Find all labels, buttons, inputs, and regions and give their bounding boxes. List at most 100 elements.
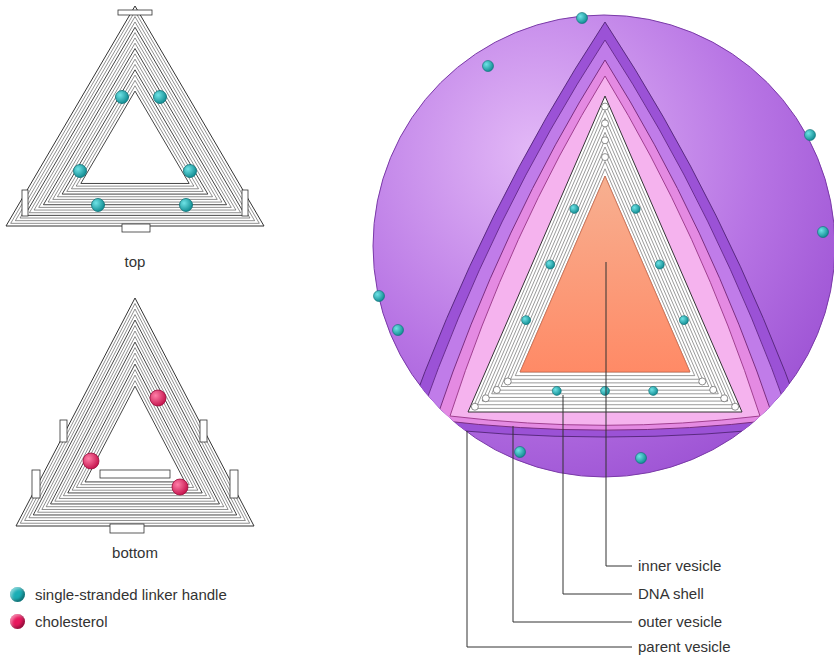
helix-bump <box>32 470 40 498</box>
helix-line <box>67 75 203 191</box>
helix-line <box>68 364 202 493</box>
linker-handle <box>655 260 664 269</box>
linker-handle <box>393 325 404 336</box>
helix-bump <box>100 470 170 478</box>
helix-line <box>71 80 198 188</box>
linker-handle <box>116 91 129 104</box>
helix-line <box>46 337 224 507</box>
helix-line <box>48 54 222 202</box>
cutaway <box>405 22 805 437</box>
helix-line <box>496 140 713 391</box>
legend-entry: cholesterol <box>10 613 108 630</box>
helix-line <box>63 359 206 496</box>
linker-handle <box>631 204 640 213</box>
dna-shell <box>468 96 742 412</box>
helix-end <box>602 137 609 144</box>
helix-line <box>20 304 249 524</box>
helix-end <box>732 403 739 410</box>
helix-bump <box>242 190 248 216</box>
helix-line <box>15 17 254 221</box>
membrane-layer <box>436 60 774 430</box>
helix-line <box>11 11 260 223</box>
linker-handle <box>570 204 579 213</box>
helix-line <box>29 315 241 518</box>
membrane-layer <box>420 40 790 429</box>
helix-bump <box>22 190 28 216</box>
linker-handle <box>374 291 385 302</box>
helix-line <box>501 147 709 387</box>
legend-entry: single-stranded linker handle <box>10 586 227 603</box>
part-label: DNA shell <box>638 585 704 603</box>
linker-handle <box>636 453 647 464</box>
helix-end <box>482 395 489 402</box>
legend-swatch <box>10 614 25 629</box>
helix-line <box>38 326 233 513</box>
helix-end <box>493 386 500 393</box>
linker-handle <box>601 386 610 395</box>
helix-line <box>57 64 212 196</box>
helix-end <box>699 378 706 385</box>
helix-line <box>482 118 728 401</box>
helix-end <box>471 403 478 410</box>
helix-line <box>85 386 185 482</box>
linker-handle <box>154 91 167 104</box>
helix-line <box>520 176 690 372</box>
helix-line <box>25 309 246 520</box>
helix-line <box>492 132 719 393</box>
linker-handle <box>522 316 531 325</box>
helix-bump <box>230 470 238 498</box>
helix-line <box>20 22 250 218</box>
helix-line <box>511 161 700 379</box>
membrane-layer <box>450 76 760 425</box>
linker-handle <box>483 61 494 72</box>
leader-line <box>467 431 632 647</box>
helix-line <box>51 342 220 504</box>
helix-end <box>721 395 728 402</box>
origami-outline <box>6 6 264 226</box>
helix-line <box>76 86 194 186</box>
leader-lines <box>467 262 632 647</box>
helix-end <box>504 378 511 385</box>
helix-line <box>81 91 189 183</box>
part-label: parent vesicle <box>638 638 731 656</box>
helix-end <box>602 103 609 110</box>
helix-line <box>506 154 704 383</box>
helix-line <box>62 70 208 194</box>
helix-line <box>33 320 236 515</box>
helix-line <box>477 111 732 405</box>
inner-vesicle <box>520 176 690 372</box>
helix-line <box>515 169 694 376</box>
helix-line <box>72 370 198 491</box>
membrane-layer <box>405 22 805 437</box>
linker-handle <box>577 13 588 24</box>
helix-bump <box>122 224 150 232</box>
linker-handle <box>74 165 87 178</box>
linker-handle <box>818 227 829 238</box>
part-label: inner vesicle <box>638 557 721 575</box>
linker-handle <box>679 316 688 325</box>
linker-handle <box>515 447 526 458</box>
legend-text: cholesterol <box>35 613 108 630</box>
legend-swatch <box>10 587 25 602</box>
linker-handle <box>649 386 658 395</box>
bottom-view-origami <box>16 298 254 533</box>
linker-handle <box>546 260 555 269</box>
helix-bump <box>60 420 67 442</box>
leader-line <box>563 395 632 594</box>
helix-line <box>25 27 246 215</box>
linker-handle <box>180 199 193 212</box>
helix-line <box>43 49 226 205</box>
helix-end <box>710 386 717 393</box>
top-view-origami <box>6 6 264 232</box>
helix-bump <box>118 10 152 15</box>
helix-line <box>59 353 211 498</box>
cholesterol <box>150 390 166 406</box>
helix-line <box>53 59 217 199</box>
helix-end <box>602 154 609 161</box>
helix-line <box>39 43 232 207</box>
helix-line <box>81 381 190 485</box>
view-label: bottom <box>112 544 158 562</box>
linker-handle <box>184 165 197 178</box>
helix-bump <box>200 420 207 442</box>
